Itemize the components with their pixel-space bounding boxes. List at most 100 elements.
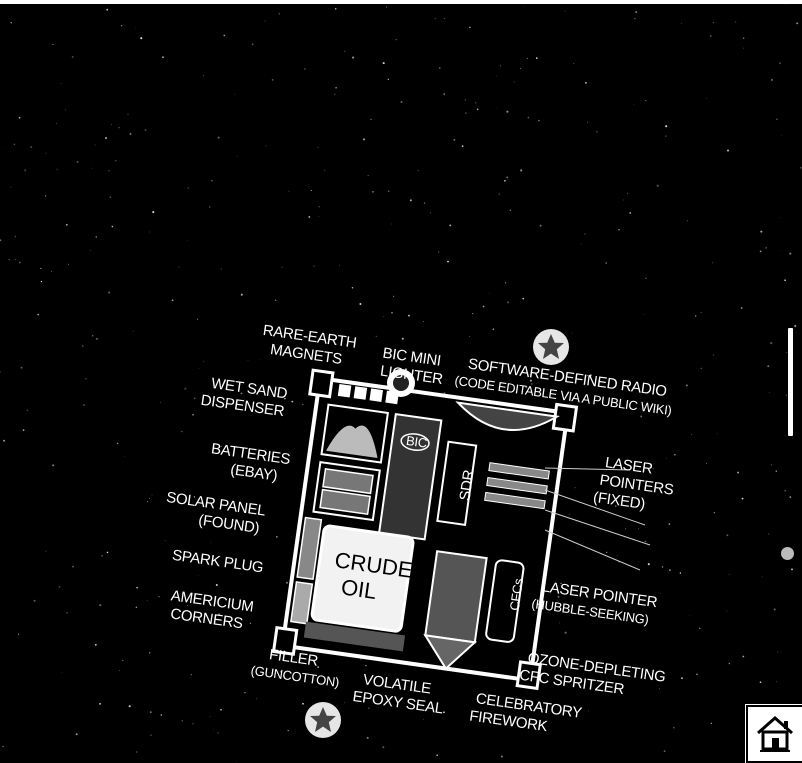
star — [423, 321, 424, 322]
star — [33, 599, 36, 602]
star — [90, 250, 91, 251]
star — [429, 212, 432, 214]
star — [24, 169, 27, 172]
star — [193, 397, 196, 399]
star — [0, 371, 1, 373]
star — [271, 79, 274, 81]
wet-sand-dispenser — [320, 403, 390, 464]
star — [482, 305, 485, 308]
star — [699, 627, 701, 629]
star — [302, 403, 304, 406]
star — [436, 754, 439, 757]
star — [665, 135, 667, 137]
star — [310, 189, 312, 192]
star — [423, 719, 424, 720]
scrollbar[interactable] — [788, 328, 793, 436]
sdr-module: SDR — [436, 440, 478, 526]
star — [75, 733, 78, 736]
star — [663, 750, 666, 753]
star — [417, 170, 419, 171]
star — [661, 566, 664, 568]
star — [56, 122, 57, 124]
star — [72, 565, 74, 568]
star — [52, 43, 54, 46]
star — [149, 497, 151, 499]
radio-dish — [455, 401, 560, 431]
star — [503, 179, 506, 182]
star — [700, 367, 703, 370]
star — [689, 615, 690, 616]
star — [210, 179, 213, 182]
star — [2, 745, 4, 748]
star — [190, 673, 193, 676]
star — [709, 35, 712, 37]
star — [178, 266, 180, 268]
star-badge-icon[interactable] — [305, 702, 341, 738]
star — [789, 496, 792, 498]
star — [480, 717, 482, 719]
star — [383, 316, 384, 317]
star — [775, 681, 777, 683]
star — [542, 721, 545, 723]
star — [240, 293, 243, 296]
star — [726, 610, 728, 612]
svg-text:FILLER: FILLER — [268, 646, 319, 670]
star — [135, 606, 138, 609]
star — [19, 261, 21, 264]
star — [213, 729, 215, 731]
star — [498, 193, 500, 195]
star — [775, 470, 777, 472]
star — [569, 513, 571, 515]
star — [781, 135, 782, 137]
star — [652, 467, 654, 470]
star — [794, 324, 797, 327]
home-button[interactable] — [746, 705, 802, 763]
star — [44, 195, 47, 197]
star — [706, 463, 707, 465]
star — [700, 312, 702, 313]
star — [779, 250, 781, 252]
star — [681, 23, 682, 25]
star — [407, 314, 410, 317]
star — [438, 251, 440, 253]
star — [287, 730, 289, 732]
star — [777, 651, 778, 653]
star — [68, 263, 70, 265]
star — [449, 224, 452, 227]
star — [40, 267, 42, 269]
star — [629, 212, 632, 214]
star — [393, 295, 395, 297]
star — [401, 337, 404, 340]
star — [769, 392, 770, 393]
star — [557, 595, 560, 598]
star-badge-icon[interactable] — [533, 329, 569, 365]
star — [539, 224, 542, 227]
star — [30, 146, 33, 149]
label-spark: SPARK PLUG — [171, 547, 264, 577]
star — [360, 658, 362, 660]
star — [584, 233, 586, 235]
star — [535, 57, 538, 59]
star — [770, 464, 772, 466]
star — [20, 366, 23, 369]
star — [710, 722, 712, 724]
star — [443, 711, 445, 714]
star — [124, 456, 125, 457]
sdr-text: SDR — [457, 468, 478, 501]
star — [500, 755, 503, 758]
star — [99, 604, 102, 607]
star — [695, 315, 697, 317]
star — [106, 8, 109, 11]
star — [56, 168, 58, 170]
star — [625, 528, 627, 530]
star — [3, 439, 6, 442]
star — [249, 622, 252, 624]
star — [618, 228, 620, 231]
star — [761, 576, 763, 578]
star — [526, 57, 528, 60]
star — [187, 187, 189, 189]
star — [234, 93, 236, 95]
star — [220, 268, 222, 270]
star — [472, 312, 474, 315]
